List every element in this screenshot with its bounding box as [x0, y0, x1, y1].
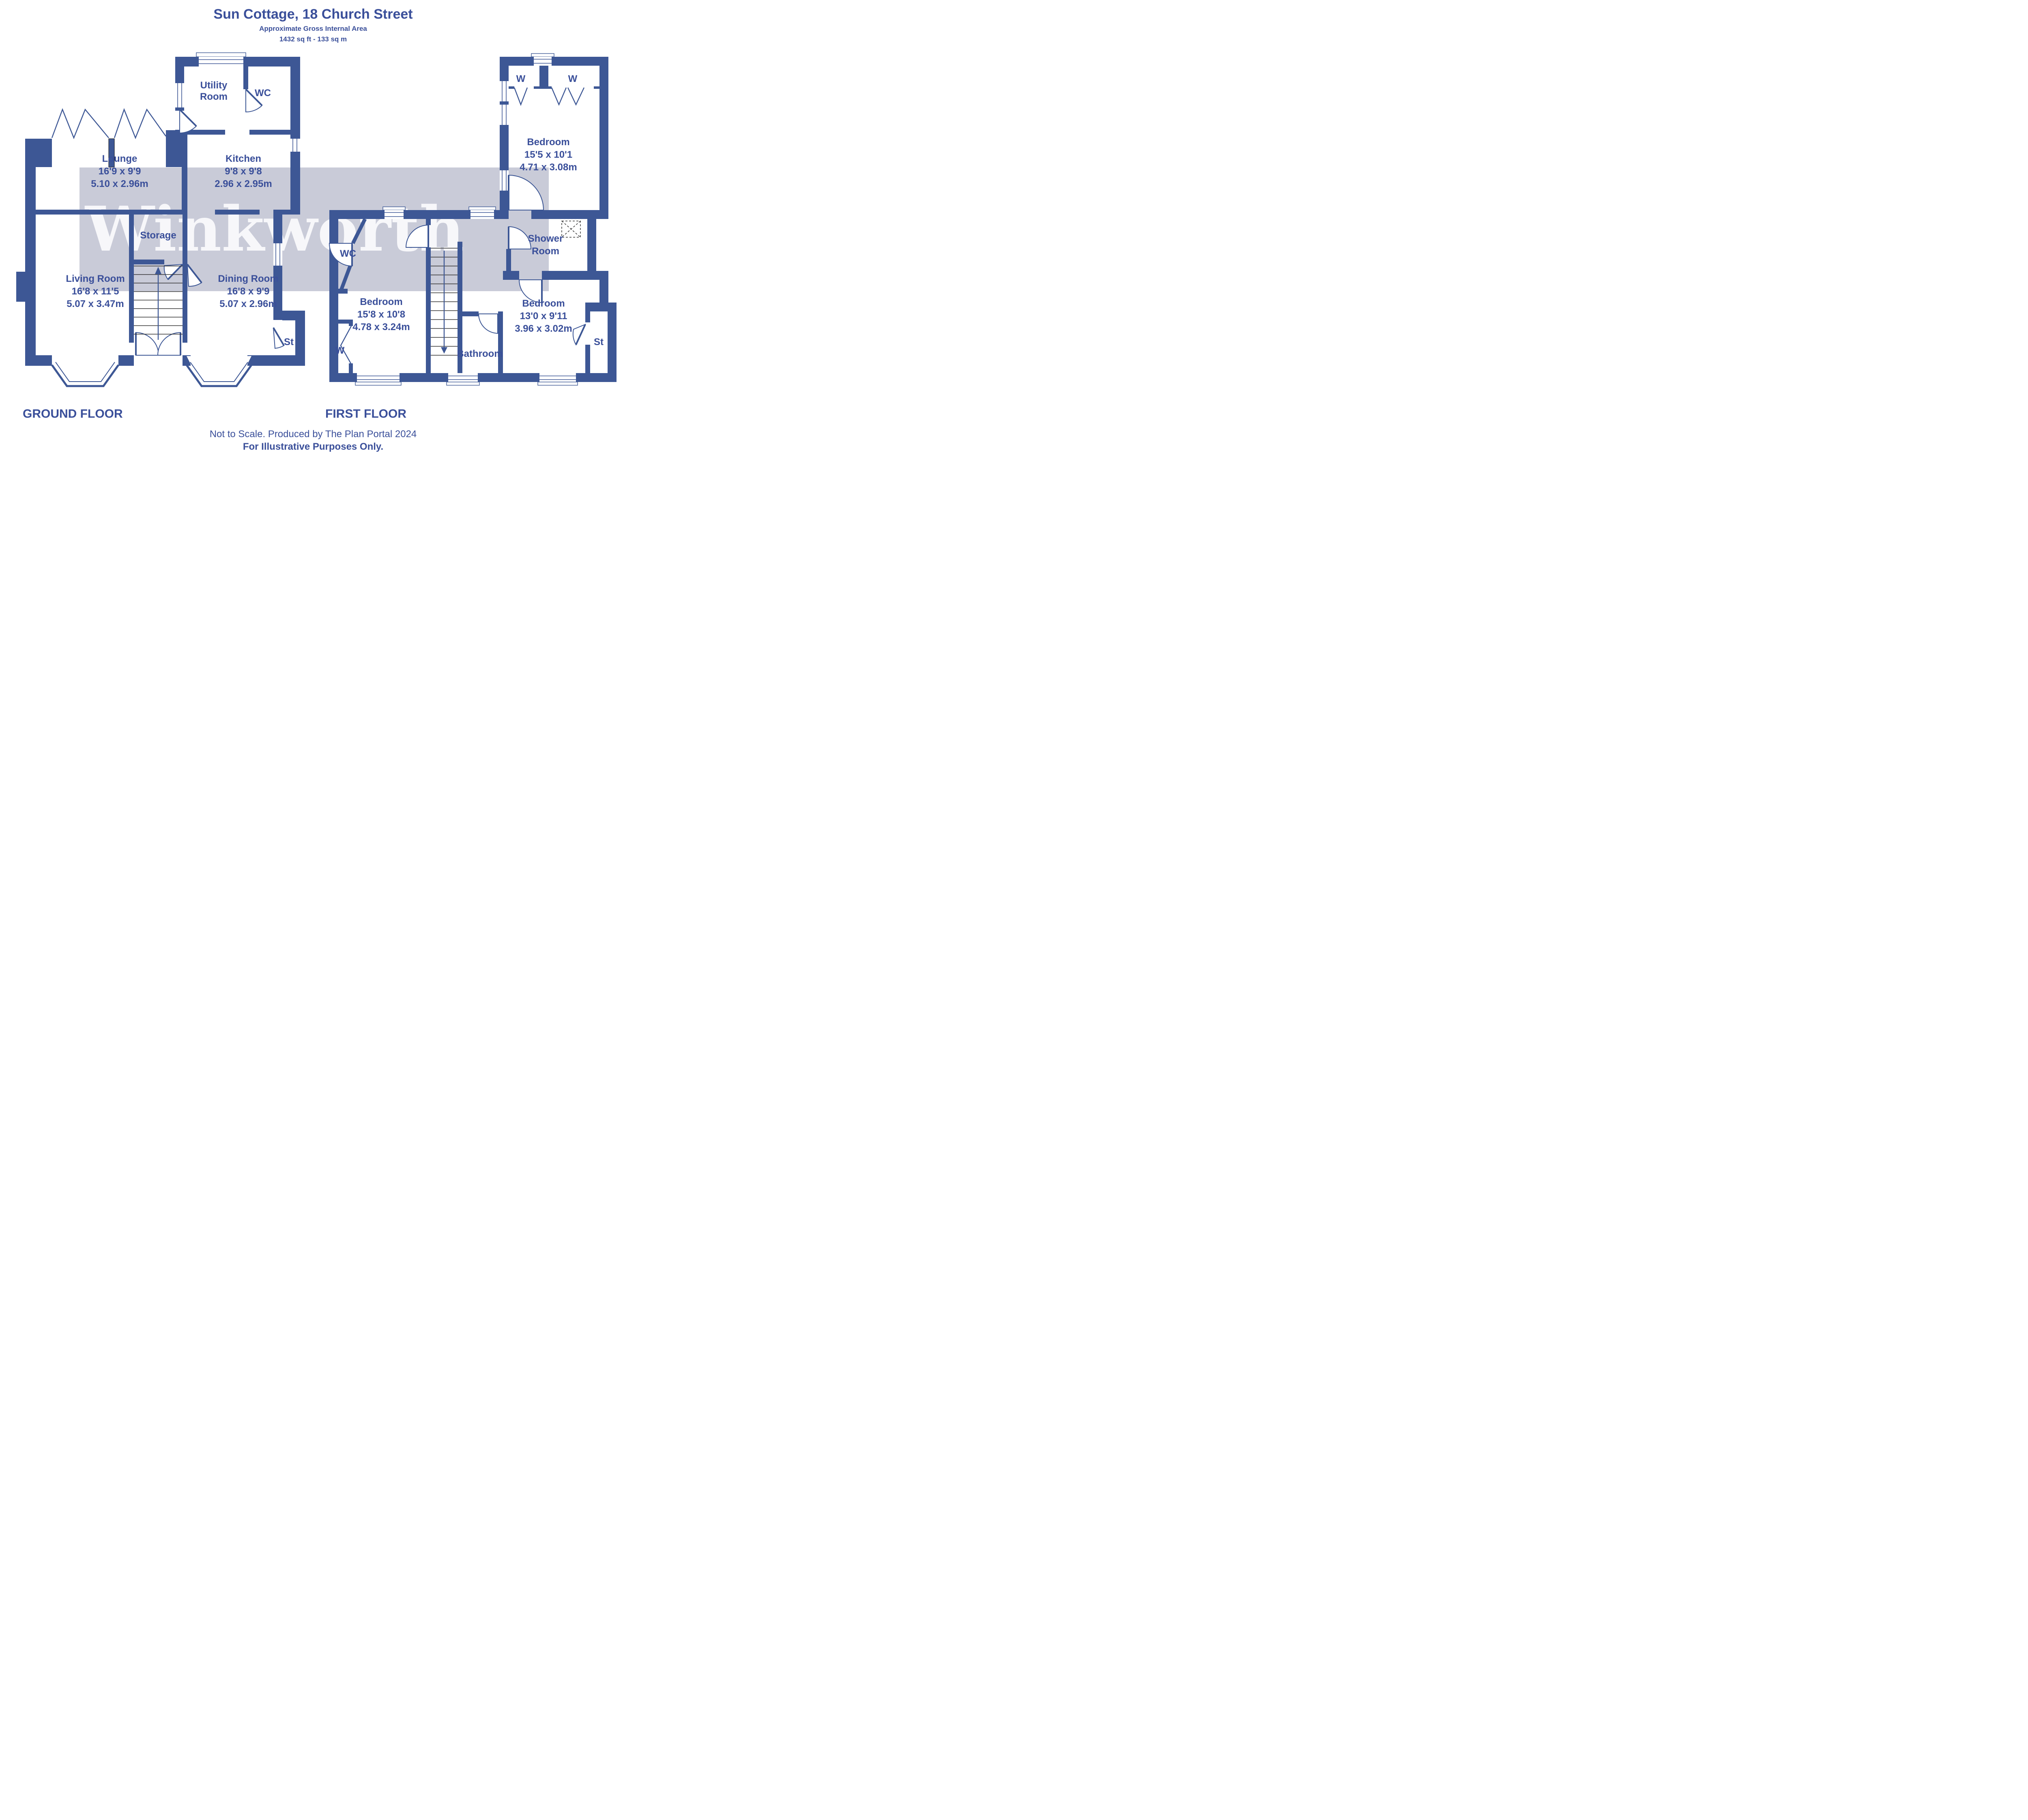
room-label-dining: Dining Room	[218, 273, 278, 284]
window-icon	[355, 373, 578, 386]
room-dim-metric: 2.96 x 2.95m	[215, 178, 272, 189]
window-icon	[382, 206, 496, 219]
room-label-bathroom: Bathroom	[457, 348, 503, 359]
stairs-down-icon	[431, 248, 458, 356]
room-label-utility: Utility	[200, 80, 228, 91]
stairs-up-icon	[134, 266, 183, 340]
door-arc-icon	[329, 174, 586, 346]
room-label-utility: Room	[200, 91, 228, 102]
room-dim-imperial: 16'9 x 9'9	[99, 166, 141, 177]
room-label-st: St	[284, 337, 294, 348]
room-dim-metric: 5.07 x 3.47m	[67, 298, 124, 309]
room-dim-metric: 5.07 x 2.96m	[219, 298, 277, 309]
window-icon	[500, 81, 509, 191]
room-label-kitchen: Kitchen	[226, 153, 261, 164]
title-block: Sun Cottage, 18 Church Street Approximat…	[213, 6, 412, 43]
room-dim-metric: 4.71 x 3.08m	[520, 162, 577, 173]
room-dim-imperial: 13'0 x 9'11	[520, 311, 567, 322]
bay-window-icon	[185, 356, 253, 387]
room-dim-imperial: 16'8 x 11'5	[72, 286, 119, 297]
page-subtitle: Approximate Gross Internal Area	[259, 25, 367, 32]
wardrobe-door-icon	[340, 87, 585, 365]
door-arc-icon	[163, 264, 184, 280]
room-label-storage: Storage	[140, 230, 176, 241]
room-dim-metric: 3.96 x 3.02m	[515, 323, 572, 334]
window-icon	[531, 53, 554, 66]
pillar	[108, 138, 115, 167]
bay-window-icon	[51, 356, 120, 387]
ground-floor-label: GROUND FLOOR	[23, 407, 123, 421]
wardrobe-label: W	[568, 73, 578, 84]
window-icon	[273, 243, 282, 266]
first-floor-plan: Bedroom 15'5 x 10'1 4.71 x 3.08m W W WC …	[325, 53, 617, 421]
watermark: Winkworth	[79, 167, 549, 291]
room-label-st: St	[594, 337, 604, 348]
room-label-wc: WC	[340, 248, 356, 259]
first-floor-walls	[329, 57, 617, 382]
window-icon	[196, 52, 246, 67]
shower-tray-icon	[561, 221, 581, 238]
open-wall-zigzag-icon	[51, 108, 109, 140]
door-arc-icon	[187, 263, 202, 287]
entrance-door-icon	[135, 332, 181, 356]
door-arc-icon	[245, 88, 263, 113]
wardrobe-label: W	[335, 345, 345, 356]
room-dim-imperial: 16'8 x 9'9	[227, 286, 270, 297]
room-label-living: Living Room	[66, 273, 125, 284]
room-label-bedroom1: Bedroom	[527, 137, 569, 148]
room-dim-metric: 4.78 x 3.24m	[352, 322, 410, 333]
room-dim-imperial: 15'8 x 10'8	[357, 309, 405, 320]
floor-plan-canvas: Winkworth Sun Cottage, 18 Church Street …	[16, 6, 617, 452]
door-arc-icon	[273, 327, 285, 349]
room-label-shower: Room	[532, 246, 559, 257]
room-dim-imperial: 15'5 x 10'1	[524, 149, 572, 160]
footer-line2: For Illustrative Purposes Only.	[243, 441, 383, 452]
open-wall-zigzag-icon	[114, 108, 166, 140]
footer-line1: Not to Scale. Produced by The Plan Porta…	[210, 429, 417, 440]
room-label-shower: Shower	[528, 233, 563, 244]
room-label-bedroom2: Bedroom	[360, 296, 402, 307]
page-title: Sun Cottage, 18 Church Street	[213, 6, 412, 22]
first-floor-label: FIRST FLOOR	[325, 407, 406, 421]
room-label-wc: WC	[255, 88, 271, 99]
door-arc-icon	[179, 108, 197, 134]
ground-floor-walls	[16, 57, 305, 366]
footer: Not to Scale. Produced by The Plan Porta…	[210, 429, 417, 452]
ground-floor-plan: Lounge 16'9 x 9'9 5.10 x 2.96m Kitchen 9…	[16, 52, 305, 421]
room-label-lounge: Lounge	[102, 153, 137, 164]
wardrobe-label: W	[516, 73, 526, 84]
room-dim-metric: 5.10 x 2.96m	[91, 178, 148, 189]
page-area: 1432 sq ft - 133 sq m	[279, 35, 347, 43]
room-label-bedroom3: Bedroom	[522, 298, 565, 309]
window-icon	[175, 83, 184, 107]
window-icon	[290, 139, 300, 152]
room-dim-imperial: 9'8 x 9'8	[225, 166, 262, 177]
